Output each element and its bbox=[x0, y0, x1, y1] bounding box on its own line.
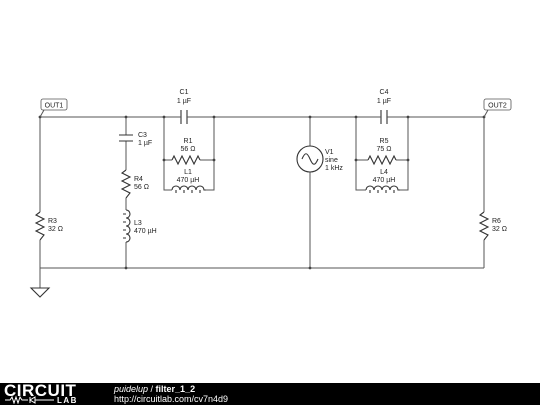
l1-name: L1 bbox=[184, 169, 192, 176]
v1-name: V1 bbox=[325, 149, 334, 156]
r6-value: 32 Ω bbox=[492, 226, 507, 233]
port-out2[interactable]: OUT2 bbox=[483, 98, 512, 118]
c1-value: 1 µF bbox=[177, 98, 191, 105]
resistor-r5[interactable]: R5 75 Ω bbox=[367, 138, 397, 166]
r5-value: 75 Ω bbox=[377, 146, 392, 153]
ground-symbol bbox=[29, 287, 51, 298]
circuit-title[interactable]: filter_1_2 bbox=[155, 384, 196, 394]
port-out2-label: OUT2 bbox=[488, 103, 507, 110]
l1-value: 470 µH bbox=[177, 177, 200, 184]
r6-name: R6 bbox=[492, 218, 501, 225]
l4-name: L4 bbox=[380, 169, 388, 176]
c1-name: C1 bbox=[180, 89, 189, 96]
r3-value: 32 Ω bbox=[48, 226, 63, 233]
logo-symbol-icon bbox=[5, 395, 54, 404]
l3-name: L3 bbox=[134, 220, 142, 227]
r5-name: R5 bbox=[380, 138, 389, 145]
resistor-r1[interactable]: R1 56 Ω bbox=[171, 138, 201, 166]
inductor-l3[interactable]: L3 470 µH bbox=[123, 209, 157, 243]
wires bbox=[39, 116, 485, 288]
author-link[interactable]: puidelup bbox=[114, 384, 149, 394]
r1-value: 56 Ω bbox=[181, 146, 196, 153]
v1-type: sine bbox=[325, 157, 338, 164]
c3-name: C3 bbox=[138, 132, 147, 139]
port-out1[interactable]: OUT1 bbox=[39, 98, 68, 118]
inductor-l4[interactable]: L4 470 µH bbox=[365, 169, 400, 193]
r4-value: 56 Ω bbox=[134, 184, 149, 191]
port-out1-label: OUT1 bbox=[45, 103, 64, 110]
r3-name: R3 bbox=[48, 218, 57, 225]
capacitor-c4[interactable]: C4 1 µF bbox=[377, 89, 391, 124]
circuit-schematic: OUT1 OUT2 C1 1 µF R1 56 Ω L1 470 µH C3 1… bbox=[29, 89, 512, 298]
l4-value: 470 µH bbox=[373, 177, 396, 184]
resistor-r3[interactable]: R3 32 Ω bbox=[34, 211, 63, 241]
capacitor-c3[interactable]: C3 1 µF bbox=[119, 132, 152, 147]
byline: puidelup / filter_1_2 bbox=[114, 384, 195, 394]
capacitor-c1[interactable]: C1 1 µF bbox=[177, 89, 191, 124]
logo-text-circuit: CIRCUIT bbox=[4, 381, 77, 400]
l3-value: 470 µH bbox=[134, 228, 157, 235]
byline-separator: / bbox=[148, 384, 156, 394]
logo-text-lab: LAB bbox=[57, 396, 78, 405]
r1-name: R1 bbox=[184, 138, 193, 145]
c4-value: 1 µF bbox=[377, 98, 391, 105]
voltage-source-v1[interactable]: V1 sine 1 kHz bbox=[296, 145, 343, 173]
c4-name: C4 bbox=[380, 89, 389, 96]
junction-dots bbox=[38, 115, 486, 270]
circuit-url[interactable]: http://circuitlab.com/cv7n4d9 bbox=[114, 394, 229, 404]
c3-value: 1 µF bbox=[138, 140, 152, 147]
inductor-l1[interactable]: L1 470 µH bbox=[171, 169, 206, 193]
footer-bar: CIRCUIT LAB puidelup / filter_1_2 http:/… bbox=[0, 381, 540, 405]
resistor-r4[interactable]: R4 56 Ω bbox=[120, 169, 149, 199]
circuitlab-logo[interactable]: CIRCUIT LAB bbox=[4, 381, 104, 405]
v1-frequency: 1 kHz bbox=[325, 165, 343, 172]
r4-name: R4 bbox=[134, 176, 143, 183]
resistor-r6[interactable]: R6 32 Ω bbox=[478, 211, 507, 241]
